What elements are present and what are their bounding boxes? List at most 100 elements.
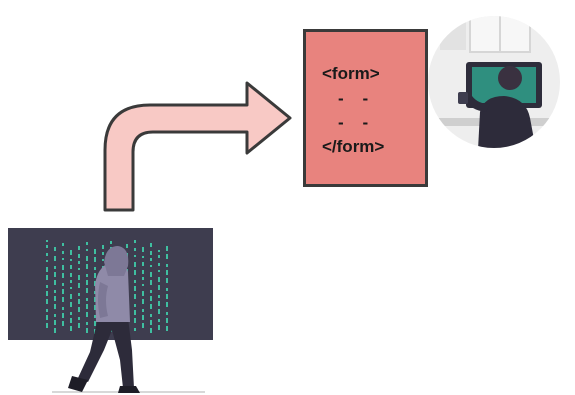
matrix-glyph xyxy=(62,313,64,318)
matrix-glyph xyxy=(142,247,144,252)
matrix-glyph xyxy=(150,296,152,301)
matrix-glyph xyxy=(158,270,160,272)
matrix-glyph xyxy=(94,291,96,294)
matrix-glyph xyxy=(94,321,96,326)
matrix-glyph xyxy=(94,305,96,310)
form-open-tag: <form> xyxy=(322,64,380,83)
matrix-glyph xyxy=(150,280,152,285)
matrix-glyph xyxy=(62,265,64,270)
matrix-glyph xyxy=(54,256,56,261)
matrix-glyph xyxy=(46,323,48,328)
matrix-glyph xyxy=(110,241,112,244)
matrix-glyph xyxy=(102,245,104,249)
matrix-glyph xyxy=(86,280,88,285)
matrix-glyph xyxy=(142,323,144,328)
hacker-hood xyxy=(104,246,129,276)
user-head xyxy=(498,66,522,90)
matrix-glyph xyxy=(142,291,144,296)
hacker-legs xyxy=(78,318,134,388)
matrix-glyph xyxy=(142,256,144,258)
matrix-glyph xyxy=(134,270,136,275)
matrix-glyph xyxy=(166,246,168,251)
matrix-glyph xyxy=(54,266,56,269)
matrix-glyph xyxy=(158,250,160,252)
matrix-glyph xyxy=(86,312,88,317)
matrix-glyph xyxy=(166,288,168,291)
matrix-glyph xyxy=(46,245,48,248)
matrix-glyph xyxy=(166,318,168,323)
matrix-glyph xyxy=(70,318,72,323)
matrix-glyph xyxy=(78,293,80,296)
matrix-glyph xyxy=(166,294,168,299)
matrix-glyph xyxy=(54,320,56,325)
matrix-glyph xyxy=(94,249,96,254)
matrix-glyph xyxy=(150,328,152,333)
matrix-glyph xyxy=(78,307,80,312)
matrix-glyph xyxy=(70,294,72,299)
matrix-glyph xyxy=(126,244,128,248)
matrix-glyph xyxy=(150,243,152,247)
matrix-glyph xyxy=(86,322,88,325)
matrix-glyph xyxy=(70,265,72,269)
hacker-arm xyxy=(98,282,108,318)
form-close-tag: </form> xyxy=(322,137,385,156)
matrix-glyph xyxy=(166,270,168,275)
matrix-glyph xyxy=(54,280,56,285)
matrix-glyph xyxy=(70,259,72,261)
matrix-glyph xyxy=(46,285,48,288)
cup-icon xyxy=(458,92,468,104)
matrix-glyph xyxy=(166,278,168,283)
matrix-glyph xyxy=(142,262,144,266)
matrix-glyph xyxy=(102,252,104,255)
matrix-glyph xyxy=(158,309,160,314)
matrix-glyph xyxy=(86,274,88,277)
matrix-glyph xyxy=(142,277,144,280)
matrix-glyph xyxy=(86,288,88,293)
matrix-glyph xyxy=(142,299,144,304)
form-placeholder-line: - - xyxy=(338,113,369,132)
matrix-glyph xyxy=(134,328,136,331)
matrix-glyph xyxy=(46,253,48,256)
matrix-glyph xyxy=(94,267,96,270)
matrix-glyph xyxy=(134,304,136,307)
matrix-glyph xyxy=(134,294,136,299)
matrix-glyph xyxy=(54,290,56,293)
hacker-shoe xyxy=(68,376,88,392)
matrix-glyph xyxy=(54,328,56,333)
matrix-glyph xyxy=(46,309,48,312)
matrix-glyph xyxy=(134,248,136,251)
matrix-glyph xyxy=(86,249,88,251)
matrix-glyph xyxy=(134,255,136,257)
matrix-glyph xyxy=(86,264,88,269)
matrix-glyph xyxy=(158,295,160,298)
matrix-glyph xyxy=(158,255,160,258)
matrix-glyph xyxy=(70,280,72,283)
matrix-glyph xyxy=(54,272,56,277)
matrix-glyph xyxy=(86,328,88,333)
matrix-glyph xyxy=(78,317,80,320)
matrix-glyph xyxy=(62,289,64,294)
matrix-glyph xyxy=(62,283,64,286)
matrix-glyph xyxy=(142,309,144,312)
matrix-glyph xyxy=(54,247,56,251)
matrix-glyph xyxy=(158,319,160,322)
matrix-glyph xyxy=(166,254,168,259)
matrix-glyph xyxy=(134,240,136,243)
matrix-glyph xyxy=(62,307,64,310)
matrix-glyph xyxy=(54,314,56,317)
matrix-glyph xyxy=(158,263,160,266)
matrix-glyph xyxy=(166,326,168,331)
matrix-glyph xyxy=(78,299,80,304)
matrix-glyph xyxy=(62,258,64,260)
matrix-glyph xyxy=(62,321,64,326)
matrix-glyph xyxy=(86,298,88,301)
matrix-glyph xyxy=(70,273,72,277)
matrix-glyph xyxy=(142,284,144,286)
matrix-glyph xyxy=(46,267,48,272)
matrix-glyph xyxy=(70,287,72,289)
matrix-glyph xyxy=(134,286,136,291)
matrix-glyph xyxy=(94,273,96,278)
matrix-glyph xyxy=(150,251,152,255)
